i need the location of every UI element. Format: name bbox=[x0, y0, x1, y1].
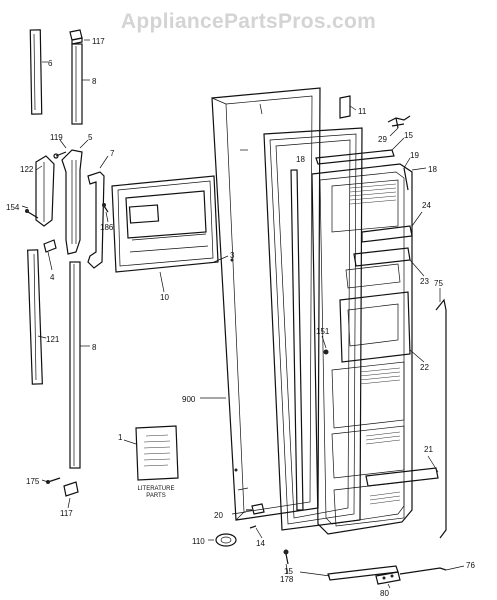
callout-175: 175 bbox=[26, 477, 40, 486]
callout-178: 178 bbox=[280, 575, 294, 584]
callout-186: 186 bbox=[100, 223, 114, 232]
part-110-cap bbox=[215, 533, 237, 547]
part-117-bottom-cap bbox=[63, 481, 79, 497]
callout-7: 7 bbox=[110, 149, 115, 158]
callout-1: 1 bbox=[118, 433, 123, 442]
part-154-screw bbox=[25, 209, 39, 219]
part-14-clip bbox=[249, 525, 257, 529]
part-5-handle bbox=[61, 149, 83, 255]
callout-22: 22 bbox=[420, 363, 429, 372]
part-21-shelf-bar bbox=[365, 467, 439, 487]
callout-5: 5 bbox=[88, 133, 93, 142]
part-6-door-trim-strip bbox=[29, 29, 43, 115]
part-119-screw bbox=[53, 151, 67, 159]
part-121-lower-trim bbox=[27, 249, 43, 385]
callout-18-left: 18 bbox=[296, 155, 305, 164]
part-10-dispenser-panel bbox=[111, 175, 219, 273]
literature-label-line1: LITERATURE bbox=[138, 486, 175, 492]
part-20-roller bbox=[246, 503, 265, 515]
part-900-door-shell bbox=[211, 87, 321, 521]
callout-4: 4 bbox=[50, 273, 55, 282]
callout-20: 20 bbox=[214, 511, 223, 520]
callout-117-bottom: 117 bbox=[60, 509, 73, 518]
part-75-side-rod bbox=[435, 298, 447, 539]
inner-door-liner bbox=[311, 163, 439, 535]
callout-3: 3 bbox=[230, 251, 235, 260]
part-4-clip bbox=[43, 239, 57, 253]
callout-21: 21 bbox=[424, 445, 433, 454]
callout-119: 119 bbox=[50, 133, 63, 142]
part-122-trim bbox=[35, 155, 55, 227]
part-178-screw bbox=[283, 549, 289, 565]
callout-29: 29 bbox=[378, 135, 387, 144]
part-19-rod bbox=[403, 167, 409, 191]
literature-label-line2: PARTS bbox=[146, 493, 165, 499]
part-175-screw bbox=[46, 477, 61, 484]
literature-parts-card: LITERATURE PARTS bbox=[135, 425, 179, 499]
callout-154: 154 bbox=[6, 203, 20, 212]
leader-lines bbox=[21, 39, 465, 589]
callout-8-upper: 8 bbox=[92, 77, 97, 86]
part-151-screw bbox=[323, 349, 329, 355]
callout-6: 6 bbox=[48, 59, 53, 68]
part-24-shelf-bar bbox=[361, 225, 413, 243]
part-8-lower-trim bbox=[69, 261, 81, 469]
part-11-top-bracket bbox=[339, 95, 351, 119]
part-15-top-cap bbox=[315, 149, 395, 165]
part-8-upper-trim bbox=[71, 43, 83, 125]
part-80-hinge bbox=[375, 571, 401, 585]
part-7-handle-bracket bbox=[87, 171, 105, 269]
callout-15-bottom: 15 bbox=[284, 567, 293, 576]
callout-10: 10 bbox=[160, 293, 169, 302]
callout-122: 122 bbox=[20, 165, 34, 174]
callout-900: 900 bbox=[182, 395, 196, 404]
callout-18-right: 18 bbox=[428, 165, 437, 174]
callout-80: 80 bbox=[380, 589, 389, 598]
callout-151: 151 bbox=[316, 327, 330, 336]
part-18-vertical-strip bbox=[290, 169, 304, 511]
callout-8-lower: 8 bbox=[92, 343, 97, 352]
callout-19: 19 bbox=[410, 151, 419, 160]
callout-110: 110 bbox=[192, 537, 205, 546]
part-186-screw bbox=[102, 203, 109, 213]
callout-75: 75 bbox=[434, 279, 443, 288]
callout-14: 14 bbox=[256, 539, 265, 548]
callout-15-top: 15 bbox=[404, 131, 413, 140]
callout-11: 11 bbox=[358, 107, 367, 116]
part-76-rod bbox=[399, 567, 447, 575]
door-gasket bbox=[263, 127, 363, 531]
callout-121: 121 bbox=[46, 335, 60, 344]
part-15-bottom-cap bbox=[327, 565, 399, 581]
callout-76: 76 bbox=[466, 561, 475, 570]
part-117-top-cap bbox=[69, 29, 83, 45]
callout-117-top: 117 bbox=[92, 37, 105, 46]
part-29-wire-harness bbox=[387, 115, 411, 129]
watermark-text: AppliancePartsPros.com bbox=[120, 10, 377, 33]
callout-24: 24 bbox=[422, 201, 431, 210]
callout-23: 23 bbox=[420, 277, 429, 286]
